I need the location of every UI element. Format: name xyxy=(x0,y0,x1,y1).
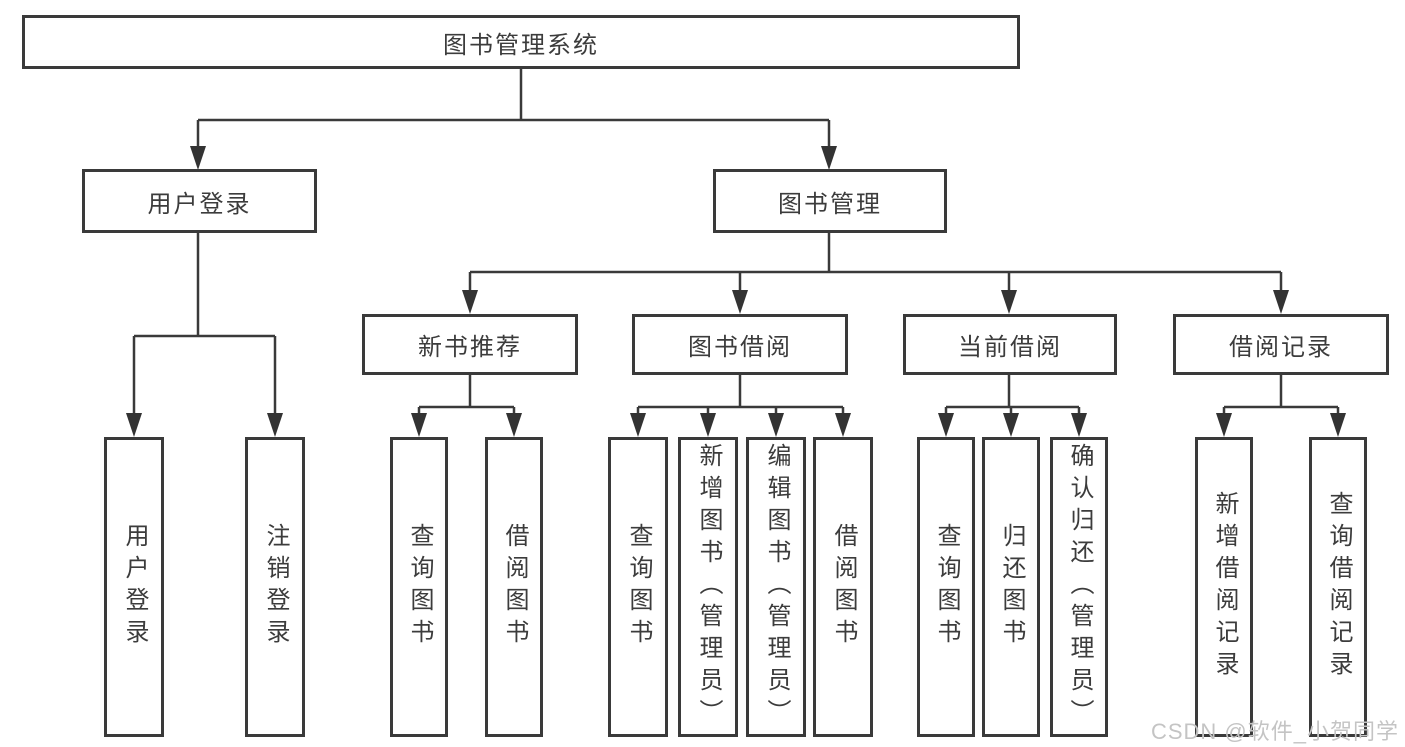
leaf-label: 查询借阅记录 xyxy=(1325,491,1352,683)
leaf-add-books-admin: 新增图书（管理员） xyxy=(678,437,738,737)
arrowhead-icon xyxy=(700,413,716,437)
node-new-book-recommendation: 新书推荐 xyxy=(362,314,578,375)
node-book-management: 图书管理 xyxy=(713,169,947,233)
leaf-return-books: 归还图书 xyxy=(982,437,1040,737)
leaf-user-login: 用户登录 xyxy=(104,437,164,737)
arrowhead-icon xyxy=(938,413,954,437)
leaf-label: 注销登录 xyxy=(262,523,289,651)
node-user-login: 用户登录 xyxy=(82,169,317,233)
leaf-label: 用户登录 xyxy=(121,523,148,651)
leaf-label: 新增图书（管理员） xyxy=(695,443,722,731)
node-library-management-system: 图书管理系统 xyxy=(22,15,1020,69)
leaf-label: 查询图书 xyxy=(625,523,652,651)
arrowhead-icon xyxy=(1273,290,1289,314)
node-borrowing-records: 借阅记录 xyxy=(1173,314,1389,375)
arrowhead-icon xyxy=(835,413,851,437)
leaf-label: 查询图书 xyxy=(933,523,960,651)
csdn-watermark: CSDN @软件_小贺同学 xyxy=(1150,719,1399,744)
arrowhead-icon xyxy=(732,290,748,314)
arrowhead-icon xyxy=(126,413,142,437)
leaf-label: 查询图书 xyxy=(406,523,433,651)
leaf-borrow-books-borrowing: 借阅图书 xyxy=(813,437,873,737)
arrowhead-icon xyxy=(1001,290,1017,314)
leaf-edit-books-admin: 编辑图书（管理员） xyxy=(746,437,806,737)
arrowhead-icon xyxy=(1071,413,1087,437)
leaf-label: 确认归还（管理员） xyxy=(1066,443,1093,731)
leaf-query-books-borrowing: 查询图书 xyxy=(608,437,668,737)
arrowhead-icon xyxy=(1003,413,1019,437)
leaf-label: 新增借阅记录 xyxy=(1211,491,1238,683)
arrowhead-icon xyxy=(411,413,427,437)
leaf-add-borrowing-record: 新增借阅记录 xyxy=(1195,437,1253,737)
leaf-logout: 注销登录 xyxy=(245,437,305,737)
arrowhead-icon xyxy=(768,413,784,437)
leaf-confirm-return-admin: 确认归还（管理员） xyxy=(1050,437,1108,737)
arrowhead-icon xyxy=(1330,413,1346,437)
leaf-label: 归还图书 xyxy=(998,523,1025,651)
leaf-query-books-recommendation: 查询图书 xyxy=(390,437,448,737)
leaf-borrow-books-recommendation: 借阅图书 xyxy=(485,437,543,737)
node-current-borrowing: 当前借阅 xyxy=(903,314,1117,375)
leaf-label: 借阅图书 xyxy=(501,523,528,651)
leaf-query-borrowing-record: 查询借阅记录 xyxy=(1309,437,1367,737)
arrowhead-icon xyxy=(267,413,283,437)
leaf-query-books-current: 查询图书 xyxy=(917,437,975,737)
arrowhead-icon xyxy=(821,146,837,170)
leaf-label: 编辑图书（管理员） xyxy=(763,443,790,731)
leaf-label: 借阅图书 xyxy=(830,523,857,651)
arrowhead-icon xyxy=(190,146,206,170)
arrowhead-icon xyxy=(630,413,646,437)
arrowhead-icon xyxy=(1216,413,1232,437)
node-book-borrowing: 图书借阅 xyxy=(632,314,848,375)
connector-path xyxy=(132,69,1340,416)
arrowhead-icon xyxy=(462,290,478,314)
arrowhead-icon xyxy=(506,413,522,437)
